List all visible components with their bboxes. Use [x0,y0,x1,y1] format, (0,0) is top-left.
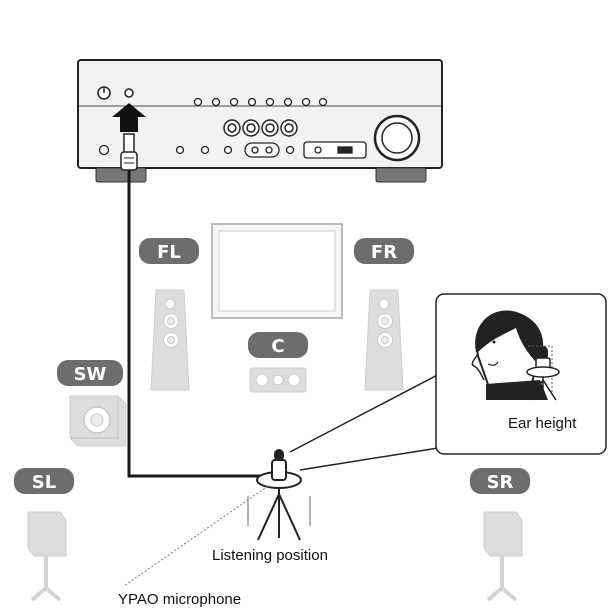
badge-fl-label: FL [157,242,181,263]
ear-height-label: Ear height [508,415,577,432]
callout-microphone-icon [526,346,560,401]
subwoofer: SW [57,360,127,447]
mic-plug [120,133,138,171]
microphone-label: YPAO microphone [118,591,241,608]
ear-height-callout: Ear height [435,293,607,455]
callout-line-lower [299,447,439,471]
front-right-speaker: FR [354,238,414,391]
listening-position-label: Listening position [212,547,328,564]
badge-fr-label: FR [371,242,397,263]
mic-cable [127,170,268,478]
tv-screen [211,223,343,319]
badge-fl [139,238,199,264]
badge-fr [354,238,414,264]
lower-controls [98,141,367,159]
badge-sl-label: SL [32,472,56,493]
surround-right-speaker: SR [470,468,530,602]
mode-knobs [223,119,298,137]
badge-sr-label: SR [487,472,514,493]
center-speaker: C [248,332,308,393]
input-buttons-row [193,97,328,107]
ypao-mic-jack [124,88,134,98]
badge-sl [14,468,74,494]
badge-sw-label: SW [74,364,107,385]
receiver-foot-right [375,167,427,183]
listening-position-microphone [247,449,311,541]
front-left-speaker: FL [139,238,199,391]
surround-left-speaker: SL [14,468,74,602]
badge-c-label: C [271,336,284,357]
insert-arrow-icon [112,103,146,132]
av-receiver [77,59,443,183]
listener-head-icon [471,310,548,400]
receiver-foot-left [95,167,147,183]
badge-c [248,332,308,358]
badge-sr [470,468,530,494]
badge-sw [57,360,123,386]
microphone-leader-line [123,485,269,587]
